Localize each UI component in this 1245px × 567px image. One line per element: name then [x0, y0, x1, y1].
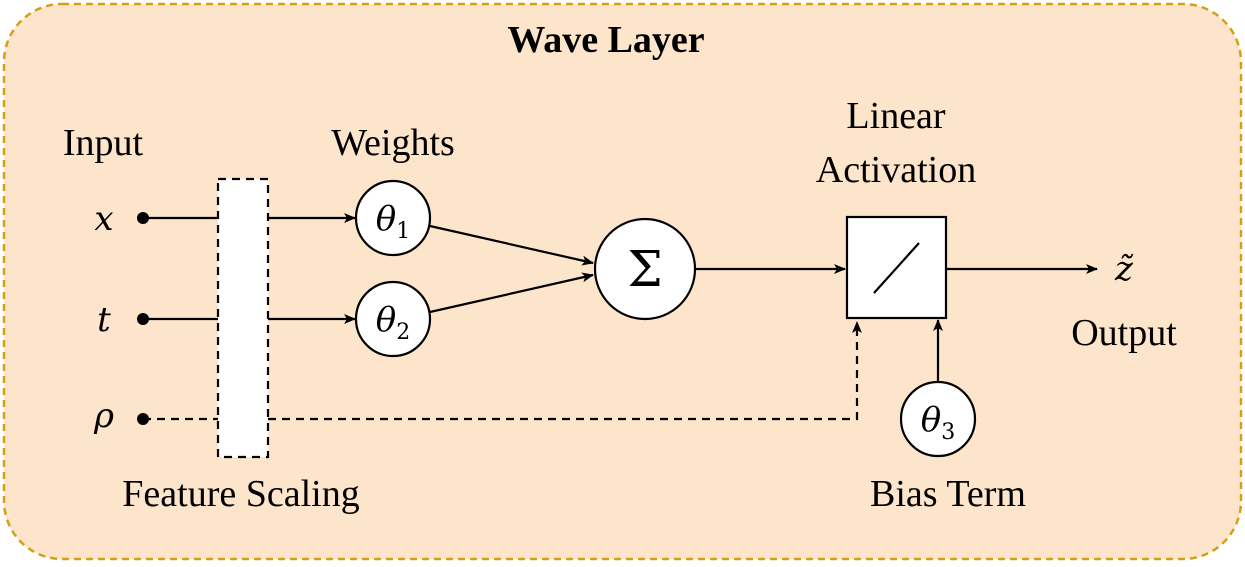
output-symbol: z̃ [1114, 249, 1134, 289]
weight-theta2-node [354, 280, 432, 358]
activation-label-line2: Activation [816, 149, 976, 191]
feature-scaling-box [216, 177, 270, 459]
edge-theta1-to-sum [429, 224, 594, 266]
input-x-symbol: x [94, 199, 113, 239]
input-label: Input [63, 122, 144, 164]
bias-theta3-symbol: θ3 [921, 400, 955, 445]
output-label: Output [1071, 312, 1177, 354]
weight-theta1-symbol: θ1 [376, 199, 410, 244]
panel-title: Wave Layer [507, 19, 704, 61]
input-rho-symbol: ρ [93, 396, 114, 436]
weights-label: Weights [331, 122, 455, 164]
sum-symbol: Σ [627, 240, 662, 298]
bias-term-label: Bias Term [870, 473, 1026, 515]
weight-theta1-node [354, 179, 432, 257]
input-t-symbol: t [97, 300, 111, 340]
linear-activation-icon [873, 242, 920, 294]
edge-rho-to-activation [268, 321, 862, 421]
weight-theta2-symbol: θ2 [376, 300, 410, 345]
activation-label-line1: Linear [846, 95, 946, 137]
feature-scaling-label: Feature Scaling [122, 473, 359, 515]
edge-theta2-to-sum [429, 272, 594, 314]
